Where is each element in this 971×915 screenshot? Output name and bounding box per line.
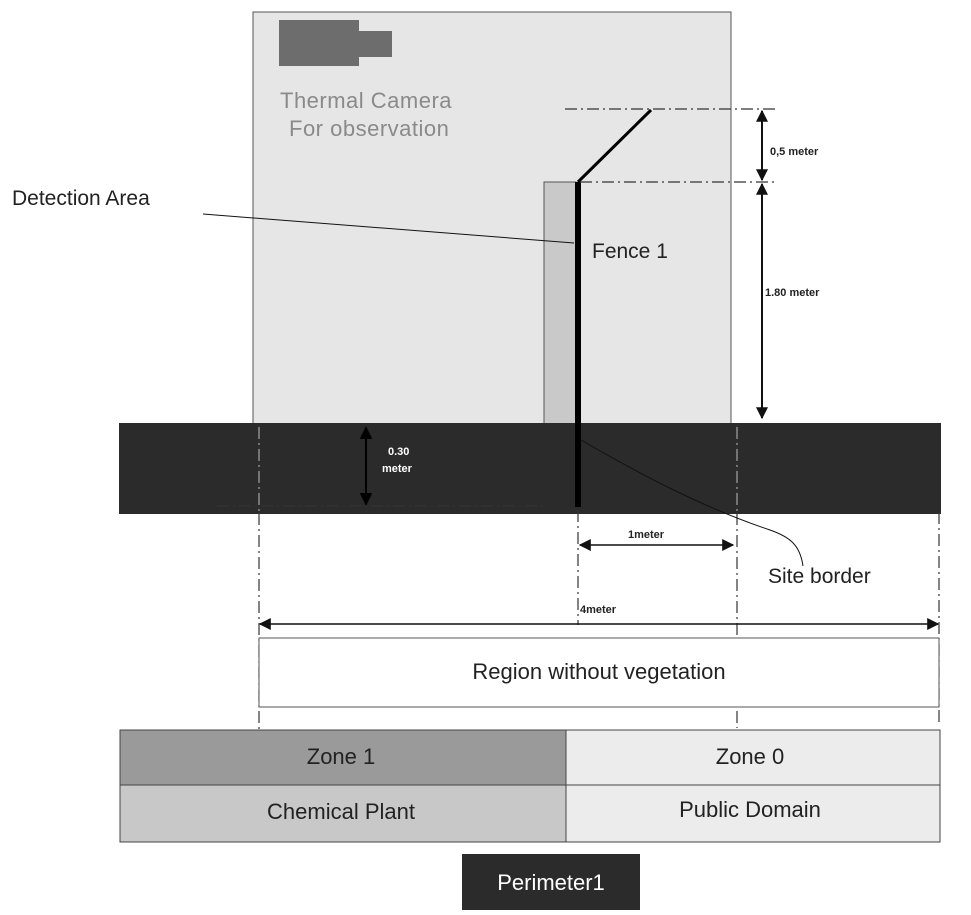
detection-area-label: Detection Area [12, 187, 150, 210]
chemical-plant-label: Chemical Plant [267, 799, 415, 824]
zone0-cell [565, 729, 941, 786]
site-border-leader [580, 439, 804, 567]
region-label: Region without vegetation [472, 659, 725, 684]
public-domain-label: Public Domain [679, 797, 821, 822]
zone1-cell [119, 729, 567, 786]
camera-label-line2: For observation [289, 116, 449, 141]
depth-label-line1: 0.30 [388, 446, 409, 458]
chemical-plant-cell [119, 784, 567, 843]
zone1-label: Zone 1 [307, 744, 376, 769]
perimeter-label: Perimeter1 [497, 870, 605, 895]
depth-label-line2: meter [382, 463, 413, 475]
dimension-arrows [258, 109, 940, 630]
observation-panel [252, 11, 732, 426]
top-height-label: 0,5 meter [770, 146, 819, 158]
public-domain-cell [565, 784, 941, 843]
perimeter-box [462, 854, 640, 910]
ground-band [119, 423, 941, 514]
camera-icon [279, 20, 392, 66]
total-width-label: 4meter [580, 604, 617, 616]
detection-area-column [543, 181, 577, 426]
site-border-label: Site border [768, 565, 871, 588]
fence-height-label: 1.80 meter [765, 287, 820, 299]
fence-post [575, 182, 581, 507]
detection-area-leader [202, 213, 575, 244]
zone0-label: Zone 0 [716, 744, 785, 769]
fence-label: Fence 1 [592, 240, 668, 263]
region-box [258, 637, 940, 708]
fence-overhang [576, 108, 653, 184]
camera-label-line1: Thermal Camera [280, 88, 452, 113]
border-offset-label: 1meter [628, 529, 665, 541]
